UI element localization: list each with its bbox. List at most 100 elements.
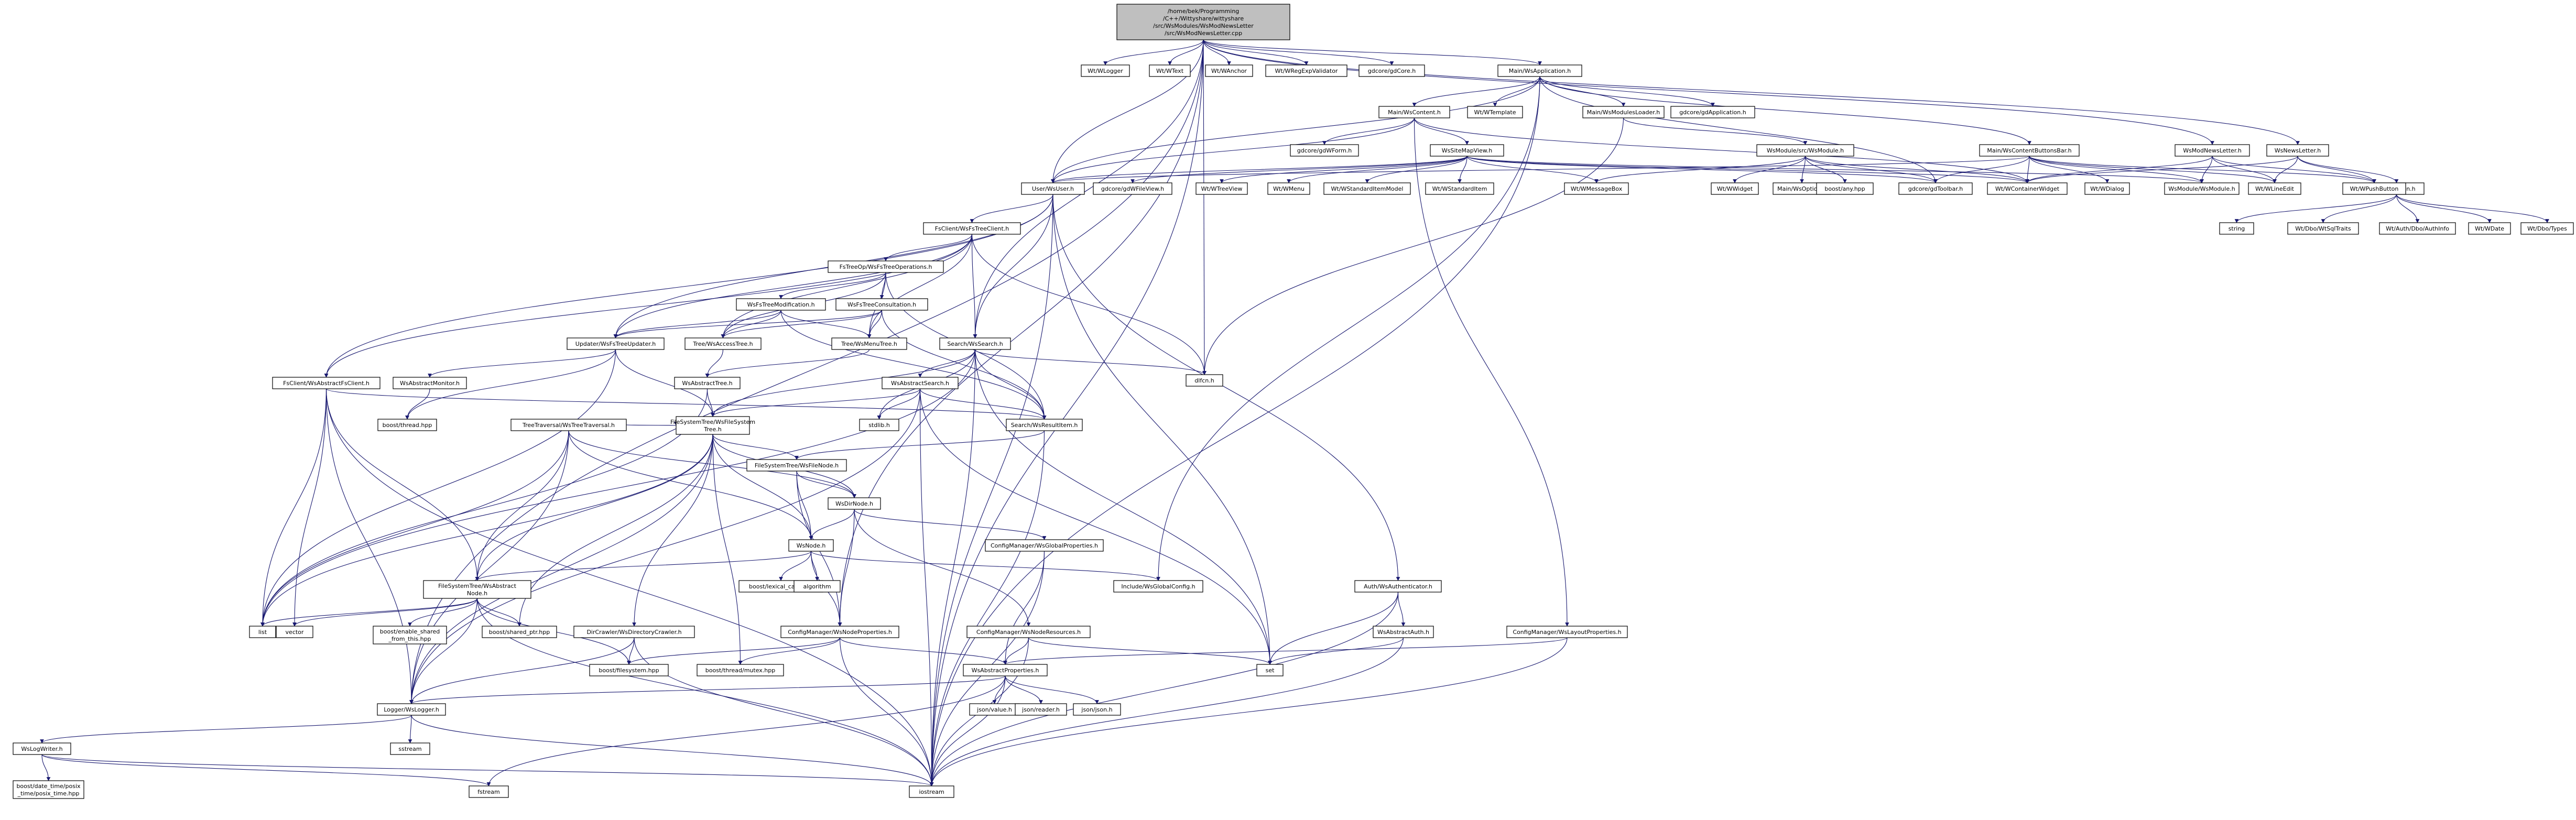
- graph-node-n-abstractauth[interactable]: WsAbstractAuth.h: [1373, 626, 1434, 638]
- graph-node-n-boostthread[interactable]: boost/thread.hpp: [377, 419, 437, 431]
- graph-node-n-wwidget[interactable]: Wt/WWidget: [1711, 182, 1759, 195]
- graph-node-n-userh[interactable]: User/WsUser.h: [1021, 182, 1085, 195]
- graph-node-n-dbotypes[interactable]: Wt/Dbo/Types: [2520, 222, 2574, 235]
- graph-node-n-treemod[interactable]: WsFsTreeModification.h: [736, 298, 826, 311]
- graph-node-n-posixtime[interactable]: boost/date_time/posix_time/posix_time.hp…: [13, 780, 84, 799]
- graph-node-n-treeaccess[interactable]: Tree/WsAccessTree.h: [684, 337, 762, 350]
- graph-node-n-wcontainer[interactable]: Wt/WContainerWidget: [1987, 182, 2068, 195]
- edge-n_newsletter-to-n_wlineedit: [2273, 156, 2298, 183]
- graph-node-n-string[interactable]: string: [2219, 222, 2254, 235]
- graph-node-n-globalconfig[interactable]: Include/WsGlobalConfig.h: [1113, 580, 1203, 593]
- edge-n_searchh-to-n_resultitem: [974, 349, 1047, 420]
- graph-node-n-enableshared[interactable]: boost/enable_shared_from_this.hpp: [373, 626, 447, 644]
- graph-node-n-updater[interactable]: Updater/WsFsTreeUpdater.h: [567, 337, 665, 350]
- graph-node-n-newsletter[interactable]: WsNewsLetter.h: [2266, 144, 2329, 157]
- edge-n_modloader-to-n_dlfcn: [1202, 117, 1624, 375]
- graph-node-n-treeconsult[interactable]: WsFsTreeConsultation.h: [835, 298, 928, 311]
- graph-node-n-wdialog[interactable]: Wt/WDialog: [2084, 182, 2130, 195]
- graph-node-n-cmdbar[interactable]: Main/WsContentButtonsBar.h: [1979, 144, 2080, 157]
- graph-node-n-authinfo[interactable]: Wt/Auth/Dbo/AuthInfo: [2379, 222, 2456, 235]
- node-label: WsAbstractMonitor.h: [400, 380, 460, 387]
- graph-node-n-jsonreader[interactable]: json/reader.h: [1015, 703, 1067, 716]
- graph-node-n-wdate[interactable]: Wt/WDate: [2468, 222, 2511, 235]
- graph-node-n-monitor[interactable]: WsAbstractMonitor.h: [393, 377, 467, 389]
- graph-node-n-noderesources[interactable]: ConfigManager/WsNodeResources.h: [966, 626, 1091, 638]
- edge-n_fstree-to-n_filenode: [712, 434, 799, 460]
- graph-node-n-filenode[interactable]: FileSystemTree/WsFileNode.h: [746, 459, 847, 472]
- graph-node-n-wsmodinc[interactable]: WsModule/WsModule.h: [2164, 182, 2240, 195]
- graph-node-n-vector[interactable]: vector: [276, 626, 313, 638]
- graph-node-n-searchh[interactable]: Search/WsSearch.h: [939, 337, 1011, 350]
- edge-n_monitor-to-n_boostthread: [405, 388, 430, 420]
- graph-node-n-list[interactable]: list: [249, 626, 276, 638]
- graph-node-n-gdapp[interactable]: gdcore/gdApplication.h: [1670, 106, 1755, 118]
- graph-node-n-gdfileview[interactable]: gdcore/gdWFileView.h: [1093, 182, 1172, 195]
- graph-node-n-wmsgbox[interactable]: Wt/WMessageBox: [1564, 182, 1629, 195]
- graph-node-n-wtext[interactable]: Wt/WText: [1149, 64, 1191, 77]
- graph-node-n-mainapp[interactable]: Main/WsApplication.h: [1497, 64, 1582, 77]
- graph-node-n-wsmodule[interactable]: WsModule/src/WsModule.h: [1756, 144, 1854, 157]
- graph-node-n-sharedptr[interactable]: boost/shared_ptr.hpp: [482, 626, 557, 638]
- graph-node-n-wstdmodel[interactable]: Wt/WStandardItemModel: [1323, 182, 1411, 195]
- graph-node-n-abstracttree[interactable]: WsAbstractTree.h: [674, 377, 741, 389]
- graph-node-n-jsonjson[interactable]: json/json.h: [1073, 703, 1121, 716]
- graph-node-n-wmenu[interactable]: Wt/WMenu: [1267, 182, 1310, 195]
- graph-node-n-modnews[interactable]: WsModNewsLetter.h: [2175, 144, 2250, 157]
- graph-node-n-gdtoolbar[interactable]: gdcore/gdToolbar.h: [1898, 182, 1973, 195]
- node-label: boost/any.hpp: [1824, 185, 1865, 192]
- graph-node-n-dirnode[interactable]: WsDirNode.h: [828, 497, 881, 510]
- graph-node-n-wstditem[interactable]: Wt/WStandardItem: [1425, 182, 1494, 195]
- edge-n_treeconsult-to-n_treeaccess: [721, 310, 883, 338]
- graph-node-n-treetraversal[interactable]: TreeTraversal/WsTreeTraversal.h: [510, 419, 627, 431]
- node-box: [1290, 144, 1359, 157]
- graph-node-n-boostany[interactable]: boost/any.hpp: [1816, 182, 1874, 195]
- graph-node-n-maincontent[interactable]: Main/WsContent.h: [1378, 106, 1450, 118]
- graph-node-n-fstream[interactable]: fstream: [469, 785, 509, 798]
- graph-node-n-wlogger[interactable]: Wt/WLogger: [1081, 64, 1130, 77]
- graph-node-n-abstractsearch[interactable]: WsAbstractSearch.h: [882, 377, 959, 389]
- graph-node-n-fstreeclient[interactable]: FsClient/WsFsTreeClient.h: [923, 222, 1021, 235]
- graph-node-n-layoutprops[interactable]: ConfigManager/WsLayoutProperties.h: [1506, 626, 1628, 638]
- edge-n_modnews-to-n_wpushbutton: [2212, 156, 2376, 183]
- graph-node-n-wlineedit[interactable]: Wt/WLineEdit: [2248, 182, 2301, 195]
- graph-node-root[interactable]: /home/bek/Programming/C++/Wittyshare/wit…: [1116, 4, 1290, 40]
- graph-node-n-set[interactable]: set: [1256, 664, 1284, 676]
- graph-node-n-dlfcn[interactable]: dlfcn.h: [1186, 374, 1223, 387]
- node-box: [377, 419, 437, 431]
- graph-node-n-loggerh[interactable]: Logger/WsLogger.h: [377, 703, 446, 716]
- graph-node-n-nodeprops[interactable]: ConfigManager/WsNodeProperties.h: [780, 626, 899, 638]
- graph-node-n-gdcore[interactable]: gdcore/gdCore.h: [1358, 64, 1425, 77]
- graph-node-n-wtreeview[interactable]: Wt/WTreeView: [1195, 182, 1248, 195]
- graph-node-n-gdform[interactable]: gdcore/gdWForm.h: [1290, 144, 1359, 157]
- graph-node-n-menutree[interactable]: Tree/WsMenuTree.h: [831, 337, 907, 350]
- graph-node-n-wanchor[interactable]: Wt/WAnchor: [1205, 64, 1253, 77]
- graph-node-n-treeops[interactable]: FsTreeOp/WsFsTreeOperations.h: [828, 260, 944, 273]
- graph-node-n-wsnode[interactable]: WsNode.h: [788, 539, 834, 552]
- edge-n_sitemap-to-n_wtreeview: [1220, 156, 1468, 183]
- graph-node-n-dircrawler[interactable]: DirCrawler/WsDirectoryCrawler.h: [573, 626, 695, 638]
- graph-node-n-authenticator[interactable]: Auth/WsAuthenticator.h: [1354, 580, 1442, 593]
- graph-node-n-wregexp[interactable]: Wt/WRegExpValidator: [1265, 64, 1347, 77]
- graph-node-n-wpushbutton[interactable]: Wt/WPushButton: [2342, 182, 2406, 195]
- graph-node-n-globalprops[interactable]: ConfigManager/WsGlobalProperties.h: [985, 539, 1104, 552]
- graph-node-n-mutex[interactable]: boost/thread/mutex.hpp: [697, 664, 784, 676]
- edge-n_fstree-to-n_wsnode: [712, 434, 813, 540]
- graph-node-n-abstractfsclient[interactable]: FsClient/WsAbstractFsClient.h: [272, 377, 381, 389]
- graph-node-n-sstream[interactable]: sstream: [390, 742, 430, 755]
- graph-node-n-boostfs[interactable]: boost/filesystem.hpp: [589, 664, 669, 676]
- graph-node-n-iostream[interactable]: iostream: [909, 785, 954, 798]
- graph-node-n-resultitem[interactable]: Search/WsResultItem.h: [1006, 419, 1083, 431]
- graph-node-n-logwriter[interactable]: WsLogWriter.h: [13, 742, 71, 755]
- graph-node-n-algorithm[interactable]: algorithm: [794, 580, 841, 593]
- graph-node-n-abstractprops[interactable]: WsAbstractProperties.h: [963, 664, 1048, 676]
- graph-node-n-sitemap[interactable]: WsSiteMapView.h: [1430, 144, 1504, 157]
- node-label: Main/WsContent.h: [1388, 109, 1441, 116]
- graph-node-n-wtemplate[interactable]: Wt/WTemplate: [1467, 106, 1523, 118]
- graph-node-n-stdlib[interactable]: stdlib.h: [859, 419, 899, 431]
- graph-node-n-dbosql[interactable]: Wt/Dbo/WtSqlTraits: [2287, 222, 2359, 235]
- graph-node-n-modloader[interactable]: Main/WsModulesLoader.h: [1582, 106, 1665, 118]
- graph-node-n-jsonvalue[interactable]: json/value.h: [969, 703, 1020, 716]
- node-box: [963, 664, 1048, 676]
